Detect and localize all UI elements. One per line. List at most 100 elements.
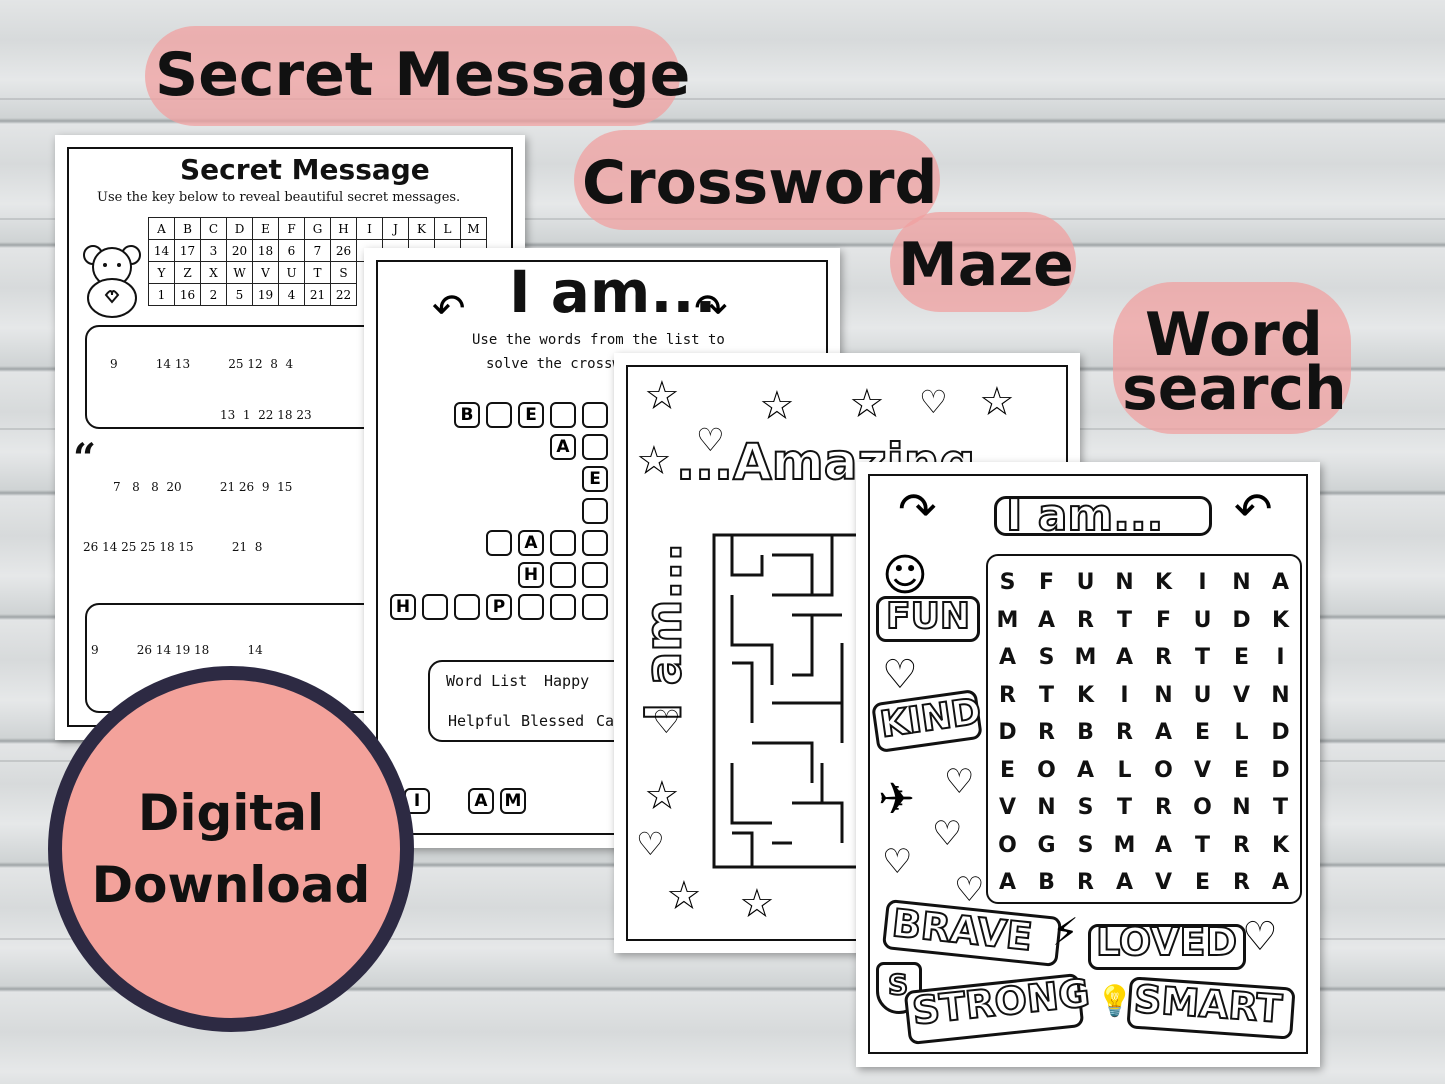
ws-grid-cell: L bbox=[1234, 720, 1249, 745]
ws-grid-cell: D bbox=[998, 720, 1017, 745]
heart-icon: ♡ bbox=[636, 825, 665, 863]
ws-title: I am... bbox=[1005, 489, 1164, 542]
cipher-key-cell: T bbox=[304, 261, 331, 284]
cipher-key-cell: W bbox=[226, 261, 253, 284]
ws-grid-cell: B bbox=[1038, 870, 1055, 895]
crossword-title: I am... bbox=[509, 258, 717, 326]
ws-grid-cell: R bbox=[1233, 870, 1250, 895]
paper-plane-icon: ✈ bbox=[878, 774, 915, 825]
label-highlight-maze bbox=[890, 212, 1076, 312]
ws-grid-cell: O bbox=[1154, 757, 1173, 783]
crossword-cell bbox=[550, 594, 576, 620]
ws-grid-cell: S bbox=[1077, 795, 1094, 820]
cipher-key-cell: M bbox=[460, 217, 487, 240]
heart-icon: ♡ bbox=[919, 383, 948, 421]
word-list-item: Ca bbox=[596, 712, 615, 730]
star-icon: ☆ bbox=[666, 873, 702, 919]
crossword-cell: M bbox=[500, 788, 526, 814]
cipher-key-cell: 4 bbox=[278, 283, 305, 306]
cipher-key-cell: B bbox=[174, 217, 201, 240]
heart-icon: ♡ bbox=[882, 842, 913, 882]
heart-icon: ♡ bbox=[1242, 914, 1278, 960]
cipher-key-cell: G bbox=[304, 217, 331, 240]
crossword-cell: P bbox=[486, 594, 512, 620]
crossword-cell bbox=[454, 594, 480, 620]
ws-grid-cell: V bbox=[1232, 682, 1251, 708]
ws-grid-cell: I bbox=[1120, 682, 1129, 708]
cipher-key-cell: H bbox=[330, 217, 357, 240]
label-word-search-line2: search bbox=[1122, 354, 1347, 424]
crossword-cell bbox=[550, 530, 576, 556]
word-badge-loved bbox=[1088, 924, 1246, 970]
arrow-right-icon: ↷ bbox=[898, 482, 937, 536]
code-line-2: 13 1 22 18 23 bbox=[220, 408, 312, 422]
ws-grid-cell: M bbox=[996, 607, 1019, 633]
ws-grid-cell: V bbox=[1193, 757, 1212, 783]
arrow-right-icon: ↷ bbox=[694, 286, 728, 332]
ws-grid-cell: T bbox=[1272, 795, 1288, 820]
code-line-5: 9 26 14 19 18 14 bbox=[91, 643, 263, 657]
cipher-key-cell: I bbox=[356, 217, 383, 240]
star-icon: ☆ bbox=[739, 881, 775, 927]
teddy-bear-icon bbox=[79, 243, 145, 319]
cipher-key-cell: 3 bbox=[200, 239, 227, 262]
word-fun: FUN bbox=[885, 595, 971, 638]
ws-grid-cell: V bbox=[998, 795, 1017, 820]
ws-grid-cell: N bbox=[1271, 682, 1290, 708]
label-highlight-word-search bbox=[1113, 282, 1351, 434]
ws-grid-cell: R bbox=[1116, 720, 1133, 745]
ws-grid-cell: D bbox=[1232, 607, 1251, 633]
crossword-cell bbox=[422, 594, 448, 620]
ws-grid-cell: R bbox=[1233, 832, 1250, 858]
ws-grid-cell: D bbox=[1271, 720, 1290, 745]
crossword-cell: B bbox=[454, 402, 480, 428]
cipher-key-cell: 20 bbox=[226, 239, 253, 262]
cipher-key-cell: V bbox=[252, 261, 279, 284]
maze-graphic bbox=[712, 533, 862, 869]
label-word-search-line1: Word bbox=[1145, 300, 1323, 370]
crossword-cell: E bbox=[518, 402, 544, 428]
crossword-cell: A bbox=[468, 788, 494, 814]
ws-grid-cell: D bbox=[1271, 757, 1290, 783]
ws-grid-cell: V bbox=[1154, 870, 1173, 895]
label-highlight-crossword bbox=[574, 130, 940, 230]
cipher-key-cell: L bbox=[434, 217, 461, 240]
ws-grid-cell: A bbox=[1271, 870, 1290, 895]
smiley-icon: ☺ bbox=[882, 550, 928, 601]
heart-icon: ♡ bbox=[696, 421, 725, 459]
ws-grid-cell: K bbox=[1154, 570, 1173, 595]
star-icon: ☆ bbox=[849, 381, 885, 427]
ws-grid-cell: A bbox=[1154, 720, 1173, 745]
word-list-item: Helpful bbox=[448, 712, 512, 730]
crossword-cell bbox=[582, 530, 608, 556]
cipher-key-cell: 1 bbox=[148, 283, 175, 306]
label-secret-message: Secret Message bbox=[155, 40, 691, 110]
ws-grid-cell: T bbox=[1194, 832, 1210, 858]
ws-grid-cell: E bbox=[1233, 757, 1250, 783]
cipher-key-cell: Y bbox=[148, 261, 175, 284]
cipher-key-cell: F bbox=[278, 217, 305, 240]
cipher-key-cell: D bbox=[226, 217, 253, 240]
cipher-key-cell: 17 bbox=[174, 239, 201, 262]
ws-grid-cell: N bbox=[1154, 682, 1173, 708]
ws-grid-cell: K bbox=[1076, 682, 1095, 708]
cipher-key-cell: U bbox=[278, 261, 305, 284]
ws-grid-cell: R bbox=[1077, 607, 1094, 633]
badge-line-1: Digital bbox=[137, 784, 325, 842]
word-list-label: Word List bbox=[446, 672, 528, 690]
cipher-key-cell: 14 bbox=[148, 239, 175, 262]
ws-grid-cell: N bbox=[1232, 570, 1251, 595]
globe-heart-icon: ♡ bbox=[882, 652, 918, 698]
crossword-cell bbox=[518, 594, 544, 620]
lightning-icon: ⚡ bbox=[1052, 910, 1079, 954]
cipher-key-cell: Z bbox=[174, 261, 201, 284]
word-list-item: Happy bbox=[544, 672, 590, 690]
shield-letter: S bbox=[887, 967, 909, 1002]
cipher-key-cell: A bbox=[148, 217, 175, 240]
